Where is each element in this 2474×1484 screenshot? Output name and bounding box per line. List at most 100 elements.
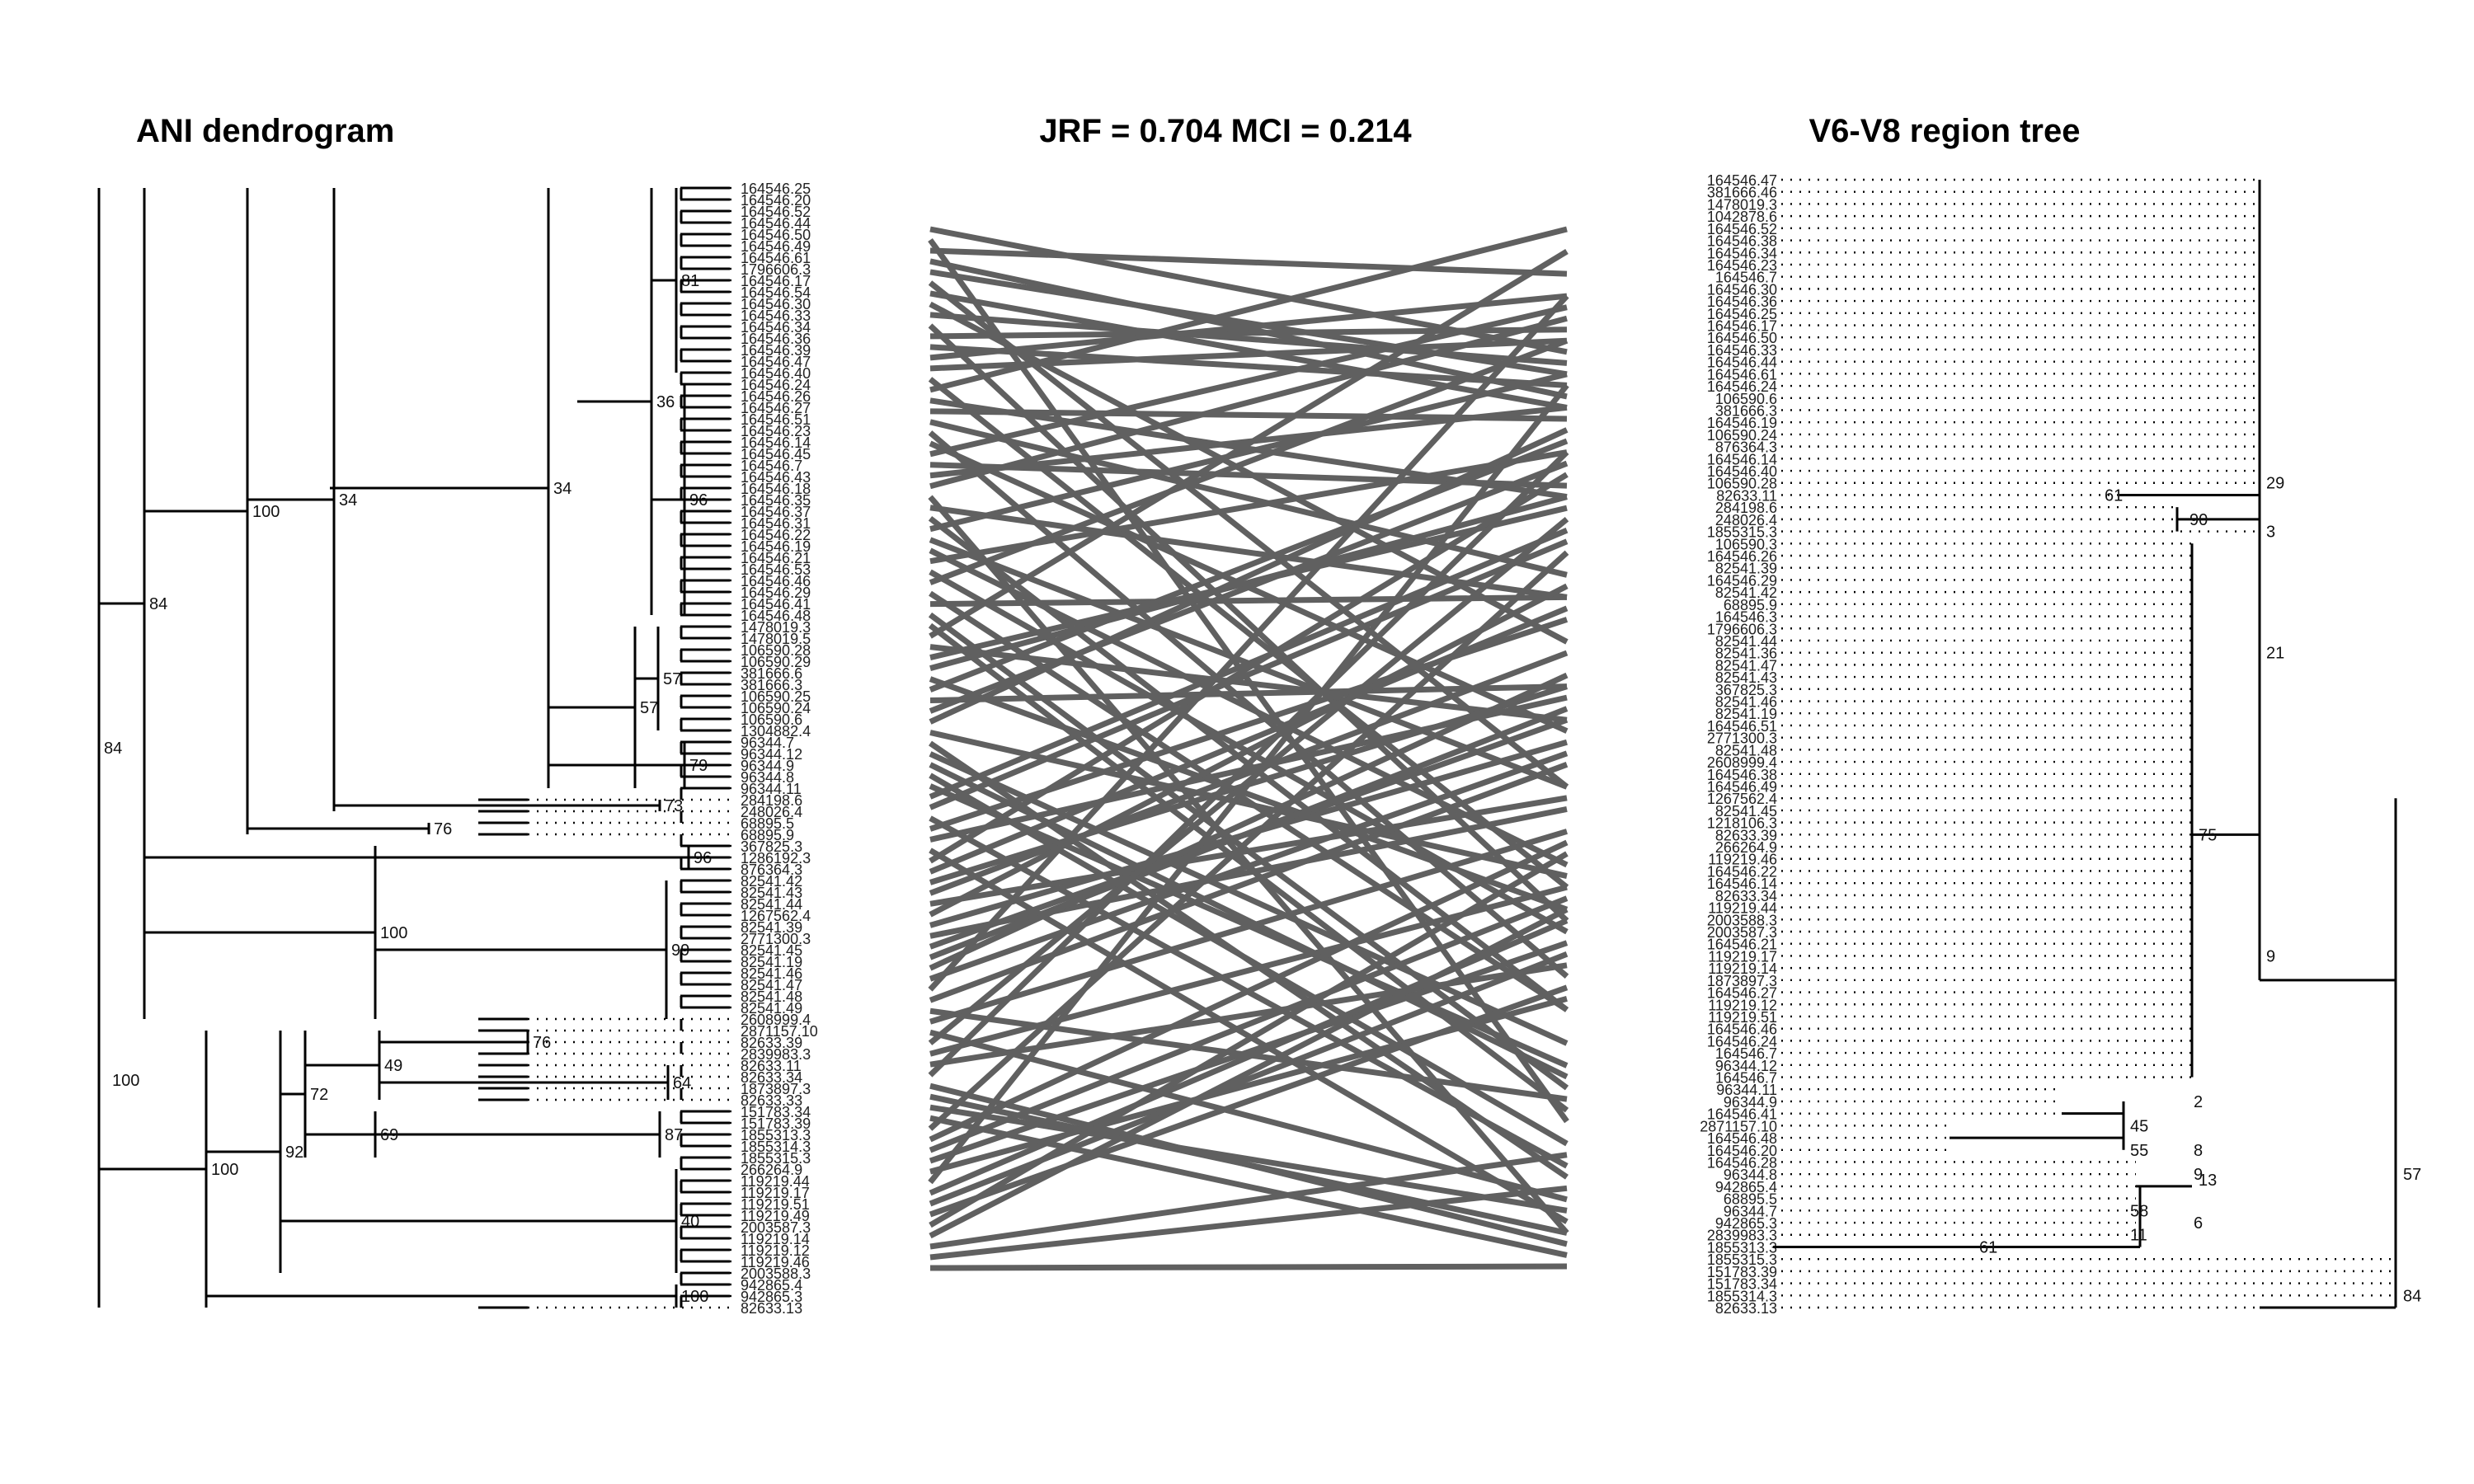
left-tip-label: 164546.26 xyxy=(741,388,811,405)
left-tip-label: 164546.48 xyxy=(741,608,811,624)
right-support-value: 61 xyxy=(2105,486,2123,505)
right-tip-label: 1855314.3 xyxy=(1707,1288,1777,1304)
right-tip-label: 82633.39 xyxy=(1715,827,1777,843)
left-tip-label: 82541.44 xyxy=(741,896,802,913)
left-support-value: 76 xyxy=(533,1034,551,1052)
left-tip-label: 284198.6 xyxy=(741,792,802,809)
right-tip-label: 106590.24 xyxy=(1707,427,1777,444)
right-tip-label: 1855313.3 xyxy=(1707,1239,1777,1256)
left-tip-label: 82541.48 xyxy=(741,989,802,1005)
right-tip-label: 82541.42 xyxy=(1715,585,1777,601)
left-tip-label: 381666.3 xyxy=(741,677,802,693)
right-tip-label: 164546.30 xyxy=(1707,281,1777,298)
left-panel-title: ANI dendrogram xyxy=(136,113,394,149)
tanglegram-link xyxy=(929,706,1569,960)
left-tip-label: 266264.9 xyxy=(741,1162,802,1178)
left-tip-label: 106590.25 xyxy=(741,688,811,705)
left-support-value: 100 xyxy=(211,1161,238,1179)
left-tip-label: 2871157.10 xyxy=(741,1023,818,1040)
tanglegram-link xyxy=(929,583,1569,918)
tanglegram-link xyxy=(929,750,1569,982)
left-root-support: 100 xyxy=(112,1072,139,1090)
left-tip-label: 82633.34 xyxy=(741,1069,802,1086)
left-tip-label: 119219.49 xyxy=(741,1208,810,1224)
right-tip-label: 164546.19 xyxy=(1707,415,1777,431)
left-support-value: 57 xyxy=(663,670,681,688)
left-tip-label: 164546.50 xyxy=(741,227,811,243)
right-tip-label: 1218106.3 xyxy=(1707,815,1777,832)
left-tip-label: 82541.42 xyxy=(741,873,802,890)
left-tip-label: 1304882.4 xyxy=(741,723,811,740)
left-tip-label: 2003588.3 xyxy=(741,1266,811,1282)
left-tip-label: 164546.18 xyxy=(741,481,811,497)
left-tip-label: 119219.14 xyxy=(741,1231,810,1247)
right-tip-label: 82541.48 xyxy=(1715,742,1777,758)
left-tip-label: 1796606.3 xyxy=(741,261,811,278)
right-support-value: 45 xyxy=(2130,1117,2148,1135)
ani-dendrogram: 164546.25164546.20164546.52164546.441645… xyxy=(97,181,818,1317)
tanglegram-link xyxy=(929,472,1569,864)
left-support-value: 34 xyxy=(553,480,571,498)
right-tip-label: 164546.20 xyxy=(1707,1143,1777,1159)
left-tip-label: 82633.39 xyxy=(741,1035,802,1051)
tanglegram-link xyxy=(928,550,1569,1131)
right-tip-label: 164546.51 xyxy=(1707,718,1777,735)
right-tip-label: 119219.44 xyxy=(1708,900,1777,917)
left-tip-label: 164546.30 xyxy=(741,296,811,312)
left-tip-label: 82541.46 xyxy=(741,965,802,982)
left-tip-label: 164546.22 xyxy=(741,527,811,543)
left-support-value: 69 xyxy=(380,1126,398,1144)
right-tip-label: 1855315.3 xyxy=(1707,1252,1777,1268)
left-tip-label: 164546.46 xyxy=(741,573,811,589)
tanglegram-link xyxy=(929,419,1568,578)
right-tip-label: 367825.3 xyxy=(1715,682,1777,698)
right-support-value: 8 xyxy=(2194,1142,2203,1160)
left-tip-label: 2839983.3 xyxy=(741,1046,811,1063)
right-tip-label: 151783.34 xyxy=(1707,1276,1777,1293)
right-tip-label: 164546.48 xyxy=(1707,1130,1777,1147)
left-tip-label: 164546.35 xyxy=(741,492,811,509)
left-tip-label: 106590.6 xyxy=(741,711,802,728)
right-tip-label: 2871157.10 xyxy=(1700,1118,1777,1134)
right-tip-label: 164546.28 xyxy=(1707,1154,1777,1171)
right-tip-label: 164546.26 xyxy=(1707,548,1777,565)
right-tip-label: 284198.6 xyxy=(1715,500,1777,516)
right-tip-label: 164546.61 xyxy=(1707,366,1777,383)
tanglegram-link xyxy=(929,226,1568,393)
right-tip-label: 119219.51 xyxy=(1708,1009,1777,1026)
right-tip-label: 942865.3 xyxy=(1715,1215,1777,1232)
right-support-value: 21 xyxy=(2266,645,2284,663)
left-tip-label: 2771300.3 xyxy=(741,931,811,947)
tanglegram-link xyxy=(929,672,1569,971)
left-tip-label: 942865.3 xyxy=(741,1289,802,1305)
left-tip-label: 248026.4 xyxy=(741,804,802,820)
left-tip-label: 164546.14 xyxy=(741,434,811,451)
right-tip-label: 164546.33 xyxy=(1707,342,1777,359)
left-tip-label: 164546.47 xyxy=(741,354,811,370)
right-tip-label: 164546.7 xyxy=(1715,1070,1777,1087)
right-tip-label: 119219.17 xyxy=(1708,948,1777,965)
right-tip-label: 164546.50 xyxy=(1707,330,1777,346)
tanglegram-link xyxy=(928,383,1569,1185)
right-tip-label: 164546.17 xyxy=(1707,318,1777,335)
tanglegram-link xyxy=(929,538,1569,810)
left-tip-label: 876364.3 xyxy=(741,862,802,878)
right-tip-label: 164546.49 xyxy=(1707,778,1777,795)
right-support-value: 6 xyxy=(2194,1214,2203,1233)
right-tip-label: 164546.3 xyxy=(1715,609,1777,626)
left-tip-label: 942865.4 xyxy=(741,1277,802,1294)
left-tip-label: 119219.12 xyxy=(741,1242,810,1259)
right-tip-label: 68895.5 xyxy=(1724,1191,1777,1208)
tanglegram-link xyxy=(929,940,1569,1164)
left-tip-label: 1873897.3 xyxy=(741,1081,811,1097)
right-support-value: 9 xyxy=(2194,1166,2203,1184)
tanglegram-link xyxy=(929,762,1569,1003)
left-tip-label: 1855315.3 xyxy=(741,1150,811,1167)
right-support-value: 2 xyxy=(2194,1093,2203,1111)
left-tip-label: 1286192.3 xyxy=(741,850,811,866)
tanglegram-link xyxy=(929,460,1569,714)
left-tip-label: 164546.41 xyxy=(741,596,811,613)
right-support-value: 3 xyxy=(2266,524,2275,542)
right-tip-label: 82633.34 xyxy=(1715,888,1777,904)
